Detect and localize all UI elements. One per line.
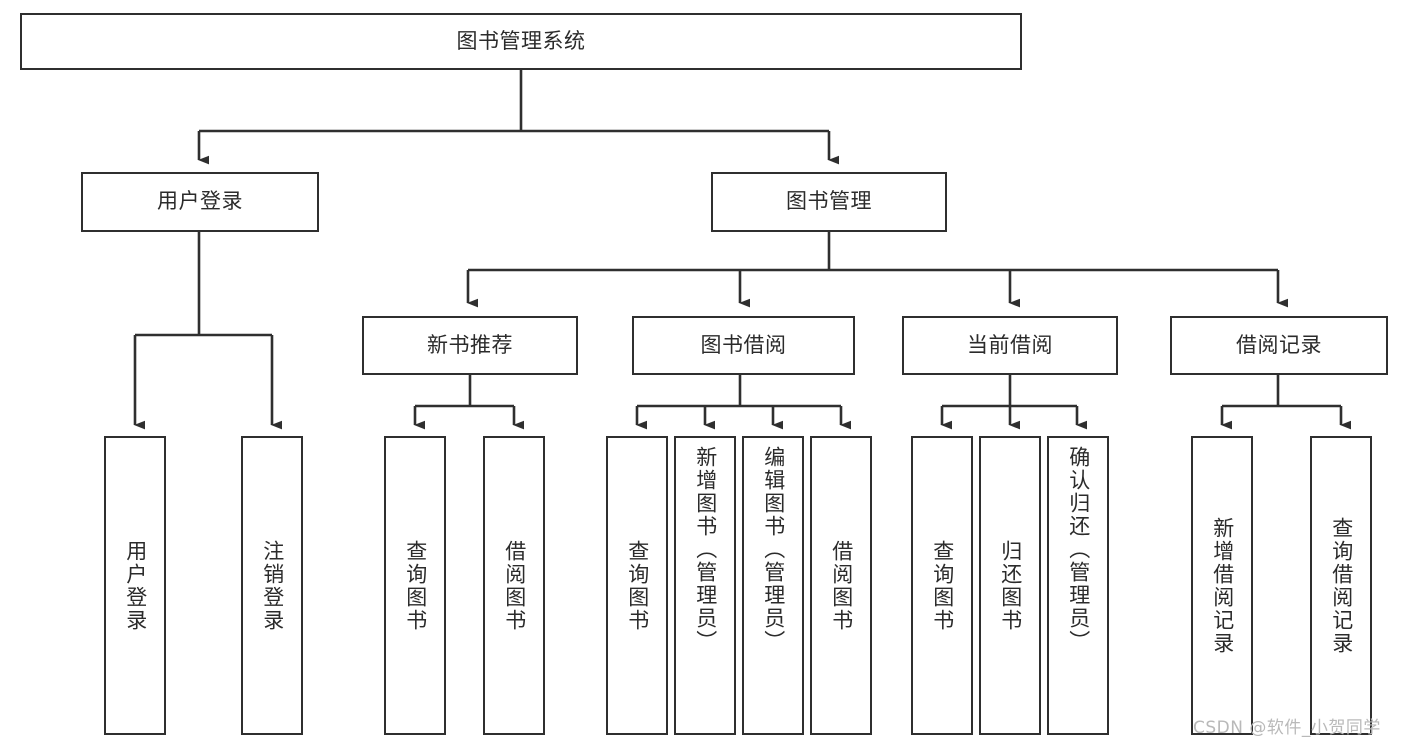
- node-label: 用户登录: [123, 539, 148, 632]
- node-label: 借阅图书: [829, 539, 854, 632]
- node-label: 图书借阅: [700, 332, 787, 357]
- node-label: 新增图书（管理员）: [693, 446, 718, 653]
- leaf-book-borrow-query[interactable]: 查询图书: [606, 436, 668, 735]
- node-label: 查询借阅记录: [1329, 516, 1354, 655]
- node-label: 图书管理: [786, 189, 872, 214]
- node-label: 归还图书: [998, 539, 1023, 632]
- node-new-book-recommend[interactable]: 新书推荐: [362, 316, 578, 375]
- leaf-current-borrow-confirm-return[interactable]: 确认归还（管理员）: [1047, 436, 1109, 735]
- leaf-current-borrow-query[interactable]: 查询图书: [911, 436, 973, 735]
- leaf-new-book-query[interactable]: 查询图书: [384, 436, 446, 735]
- node-label: 新增借阅记录: [1210, 516, 1235, 655]
- leaf-borrow-record-query[interactable]: 查询借阅记录: [1310, 436, 1372, 735]
- leaf-borrow-record-add[interactable]: 新增借阅记录: [1191, 436, 1253, 735]
- leaf-new-book-borrow[interactable]: 借阅图书: [483, 436, 545, 735]
- node-label: 确认归还（管理员）: [1066, 446, 1091, 653]
- node-label: 注销登录: [260, 539, 285, 632]
- node-label: 借阅记录: [1236, 332, 1322, 357]
- leaf-user-login-logout[interactable]: 注销登录: [241, 436, 303, 735]
- node-label: 查询图书: [403, 539, 428, 632]
- node-label: 查询图书: [625, 539, 650, 632]
- node-root-system[interactable]: 图书管理系统: [20, 13, 1022, 70]
- leaf-current-borrow-return[interactable]: 归还图书: [979, 436, 1041, 735]
- node-label: 编辑图书（管理员）: [761, 446, 786, 653]
- node-label: 图书管理系统: [456, 28, 586, 53]
- csdn-watermark: CSDN @软件_小贺同学: [1193, 718, 1381, 738]
- node-book-borrow[interactable]: 图书借阅: [632, 316, 855, 375]
- node-label: 借阅图书: [502, 539, 527, 632]
- node-label: 用户登录: [157, 189, 243, 214]
- leaf-book-borrow-edit[interactable]: 编辑图书（管理员）: [742, 436, 804, 735]
- leaf-user-login-login[interactable]: 用户登录: [104, 436, 166, 735]
- leaf-book-borrow-add[interactable]: 新增图书（管理员）: [674, 436, 736, 735]
- node-label: 当前借阅: [967, 332, 1053, 357]
- node-book-management[interactable]: 图书管理: [711, 172, 947, 232]
- node-user-login[interactable]: 用户登录: [81, 172, 319, 232]
- node-label: 查询图书: [930, 539, 955, 632]
- node-borrow-record[interactable]: 借阅记录: [1170, 316, 1388, 375]
- node-label: 新书推荐: [427, 332, 513, 357]
- leaf-book-borrow-borrow[interactable]: 借阅图书: [810, 436, 872, 735]
- node-current-borrow[interactable]: 当前借阅: [902, 316, 1118, 375]
